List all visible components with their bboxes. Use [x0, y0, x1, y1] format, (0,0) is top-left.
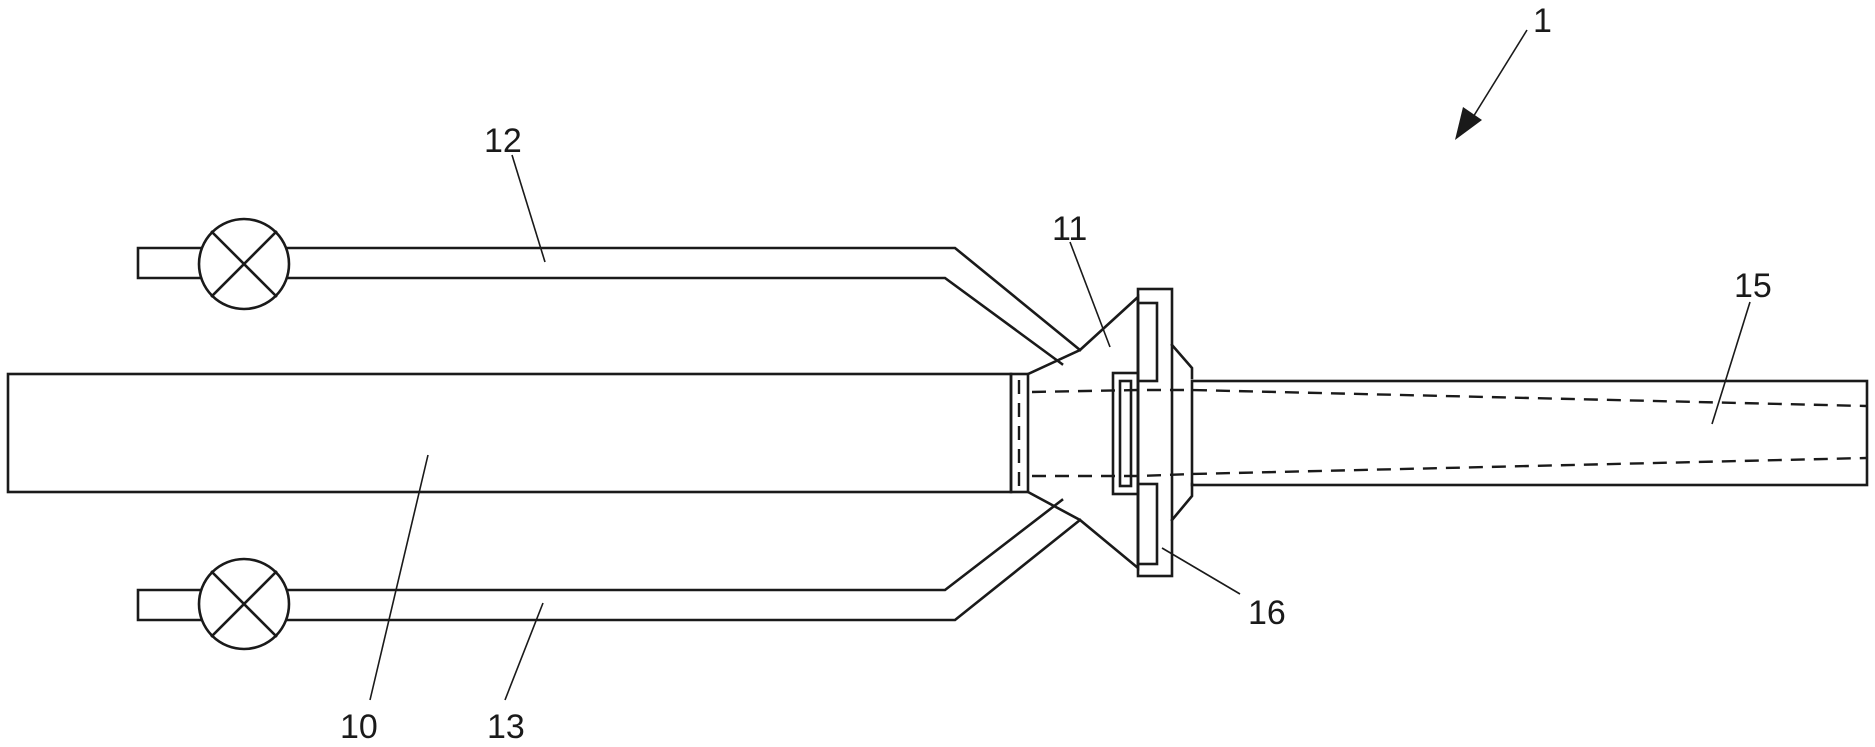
right-cone: [1170, 343, 1194, 522]
leader-10: [369, 454, 429, 701]
outlet-tube: [1190, 379, 1869, 487]
lower-valve-icon: [197, 557, 291, 651]
assembly-arrow: [1469, 29, 1528, 123]
label-11: 11: [1052, 210, 1087, 248]
leader-13: [504, 602, 544, 701]
lower-line: [136, 498, 1082, 622]
label-15: 15: [1734, 267, 1772, 305]
tube-end-piece: [1009, 372, 1030, 494]
label-16: 16: [1248, 594, 1286, 632]
insert-outer: [1111, 371, 1140, 496]
label-12: 12: [484, 122, 522, 160]
leader-16: [1161, 547, 1241, 595]
internal-bore-lower: [1032, 456, 1867, 478]
leader-11: [1069, 241, 1111, 348]
flange-inner-upper: [1136, 301, 1159, 383]
cone-chamber: [1026, 294, 1140, 571]
leader-12: [511, 154, 546, 263]
assembly-arrowhead-icon: [1455, 107, 1482, 140]
label-10: 10: [340, 708, 378, 746]
flange-inner-lower: [1136, 482, 1159, 566]
main-tube: [6, 372, 1013, 494]
insert-inner: [1118, 379, 1133, 488]
label-13: 13: [487, 708, 525, 746]
leader-15: [1711, 301, 1751, 425]
flange-plate: [1136, 287, 1174, 578]
label-1: 1: [1533, 2, 1552, 40]
upper-valve-icon: [197, 217, 291, 311]
upper-line: [136, 246, 1082, 366]
internal-bore-upper: [1031, 388, 1867, 408]
